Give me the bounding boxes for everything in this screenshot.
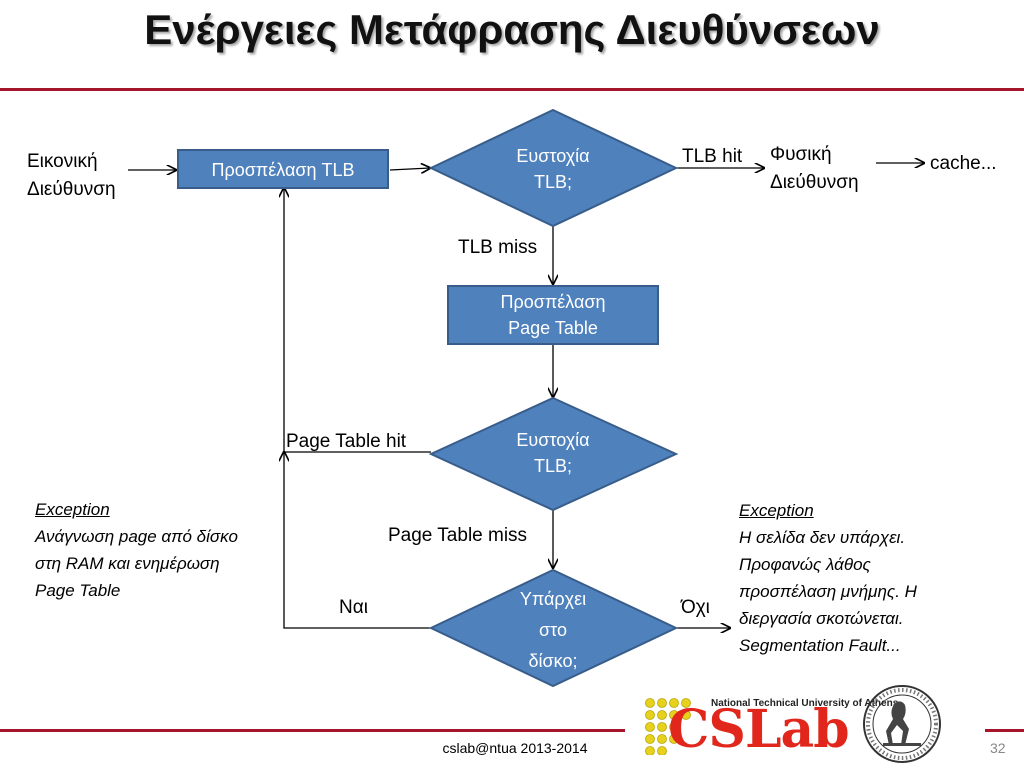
- page-table-box-line1: Προσπέλαση: [500, 292, 605, 312]
- left-note-heading: Exception: [35, 500, 110, 519]
- university-seal-icon: [863, 685, 941, 763]
- footer-rule-right: [985, 729, 1024, 732]
- decision3-line2: στο: [539, 620, 567, 640]
- right-note-line: προσπέλαση μνήμης. Η: [739, 582, 917, 601]
- tlb-miss-label: TLB miss: [458, 237, 538, 258]
- tlb-access-label: Προσπέλαση TLB: [211, 160, 354, 180]
- no-label: Όχι: [681, 597, 710, 618]
- cslab-dots-icon: [645, 698, 691, 755]
- arrow-tlb-to-diamond1: [389, 168, 430, 170]
- decision2-line2: TLB;: [534, 456, 572, 476]
- yes-label: Ναι: [339, 597, 368, 618]
- page-number: 32: [990, 740, 1006, 756]
- page-table-box-line2: Page Table: [508, 318, 598, 338]
- cache-label: cache...: [930, 153, 997, 174]
- footer-rule-left: [0, 729, 625, 732]
- decision3-line1: Υπάρχει: [520, 589, 586, 609]
- left-note-line: στη RAM και ενημέρωση: [35, 554, 220, 573]
- slide-title: Ενέργειες Μετάφρασης Διευθύνσεων: [144, 6, 880, 53]
- page-table-access-box: [447, 285, 659, 345]
- decision3-line3: δίσκο;: [529, 651, 578, 671]
- arrow-yes-loop: [284, 452, 431, 629]
- left-exception-note: Exception Ανάγνωση page από δίσκο στη RA…: [35, 496, 285, 604]
- logo-tagline: National Technical University of Athens: [711, 698, 899, 709]
- tlb-hit-label: TLB hit: [682, 146, 743, 167]
- virtual-address-line2: Διεύθυνση: [27, 179, 116, 200]
- left-note-line: Ανάγνωση page από δίσκο: [35, 527, 238, 546]
- arrow-pt-hit-loop: [284, 188, 431, 453]
- left-note-line: Page Table: [35, 581, 121, 600]
- physical-address-line2: Διεύθυνση: [770, 172, 859, 193]
- right-note-line: Segmentation Fault...: [739, 636, 901, 655]
- decision2-line1: Ευστοχία: [516, 430, 589, 450]
- right-note-line: Η σελίδα δεν υπάρχει.: [739, 528, 906, 547]
- page-table-hit-decision: [428, 396, 679, 512]
- right-note-line: Προφανώς λάθος: [739, 555, 871, 574]
- tlb-access-box: [177, 149, 389, 189]
- right-note-heading: Exception: [739, 501, 814, 520]
- virtual-address-line1: Εικονική: [27, 151, 98, 172]
- page-table-hit-label: Page Table hit: [286, 431, 407, 452]
- cslab-logo: CSLab: [668, 699, 850, 760]
- right-note-line: διεργασία σκοτώνεται.: [739, 609, 904, 628]
- on-disk-decision: [428, 568, 679, 688]
- tlb-hit-decision: [428, 108, 679, 228]
- decision1-line1: Ευστοχία: [516, 146, 589, 166]
- title-underline: [0, 88, 1024, 91]
- right-exception-note: Exception Η σελίδα δεν υπάρχει. Προφανώς…: [739, 497, 999, 659]
- footer-text: cslab@ntua 2013-2014: [442, 740, 588, 756]
- page-table-miss-label: Page Table miss: [388, 525, 528, 546]
- decision1-line2: TLB;: [534, 172, 572, 192]
- physical-address-line1: Φυσική: [770, 144, 832, 165]
